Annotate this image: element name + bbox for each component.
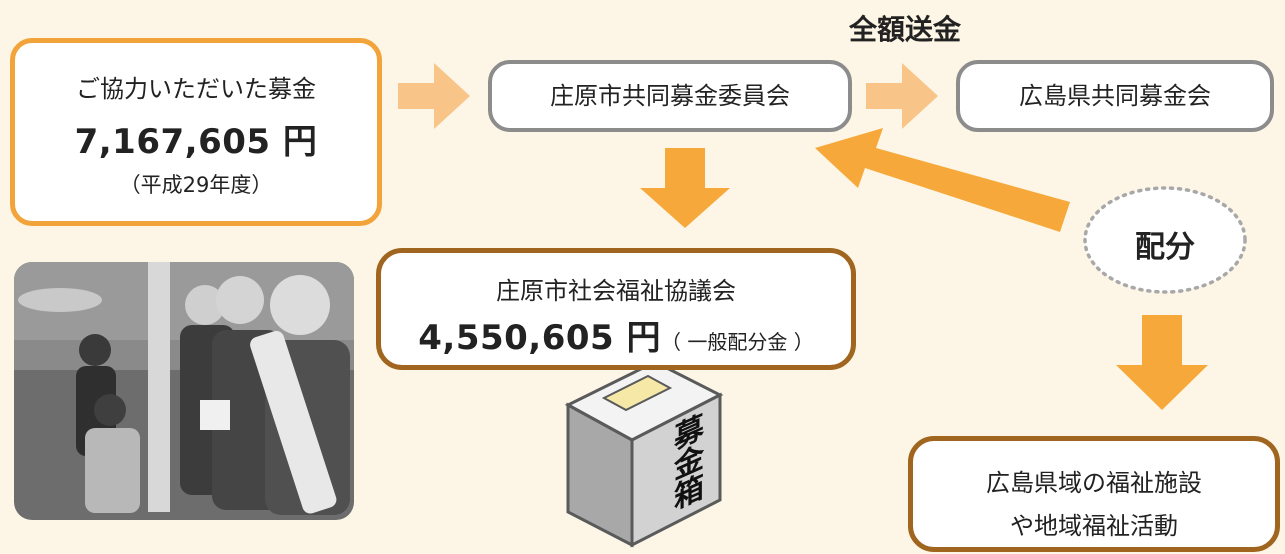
arrow-committee-to-council <box>640 148 730 228</box>
hiroshima-association-box: 広島県共同募金会 <box>956 60 1274 132</box>
collection-box-illustration <box>564 360 724 548</box>
arrow-donation-to-committee <box>398 63 470 129</box>
council-amount: 4,550,605 円 <box>418 318 662 358</box>
arrow-allocation-to-prefecture <box>1116 315 1208 410</box>
donation-year: （平成29年度） <box>119 173 273 197</box>
donation-label: ご協力いただいた募金 <box>76 75 316 103</box>
prefecture-welfare-box: 広島県域の福祉施設 や地域福祉活動 <box>908 436 1280 552</box>
collection-box-label: 募金箱 <box>668 409 703 516</box>
hiroshima-association-label: 広島県共同募金会 <box>1019 82 1211 110</box>
allocation-dotted-circle <box>1083 186 1247 294</box>
full-remittance-label: 全額送金 <box>848 13 961 46</box>
shobara-committee-box: 庄原市共同募金委員会 <box>488 60 852 132</box>
arrow-allocation-to-committee <box>815 128 1070 232</box>
prefecture-welfare-line2: や地域福祉活動 <box>1010 512 1178 540</box>
shobara-committee-label: 庄原市共同募金委員会 <box>550 82 790 110</box>
council-note: （ 一般配分金 ） <box>661 330 814 354</box>
donation-total-box: ご協力いただいた募金 7,167,605 円 （平成29年度） <box>10 38 382 226</box>
street-fundraising-photo <box>14 262 354 520</box>
allocation-label: 配分 <box>1135 230 1195 265</box>
council-label: 庄原市社会福祉協議会 <box>496 277 736 305</box>
arrow-committee-to-association <box>866 63 938 129</box>
social-welfare-council-box: 庄原市社会福祉協議会 4,550,605 円（ 一般配分金 ） <box>376 248 856 370</box>
prefecture-welfare-line1: 広島県域の福祉施設 <box>986 469 1202 497</box>
donation-amount: 7,167,605 円 <box>74 122 318 162</box>
